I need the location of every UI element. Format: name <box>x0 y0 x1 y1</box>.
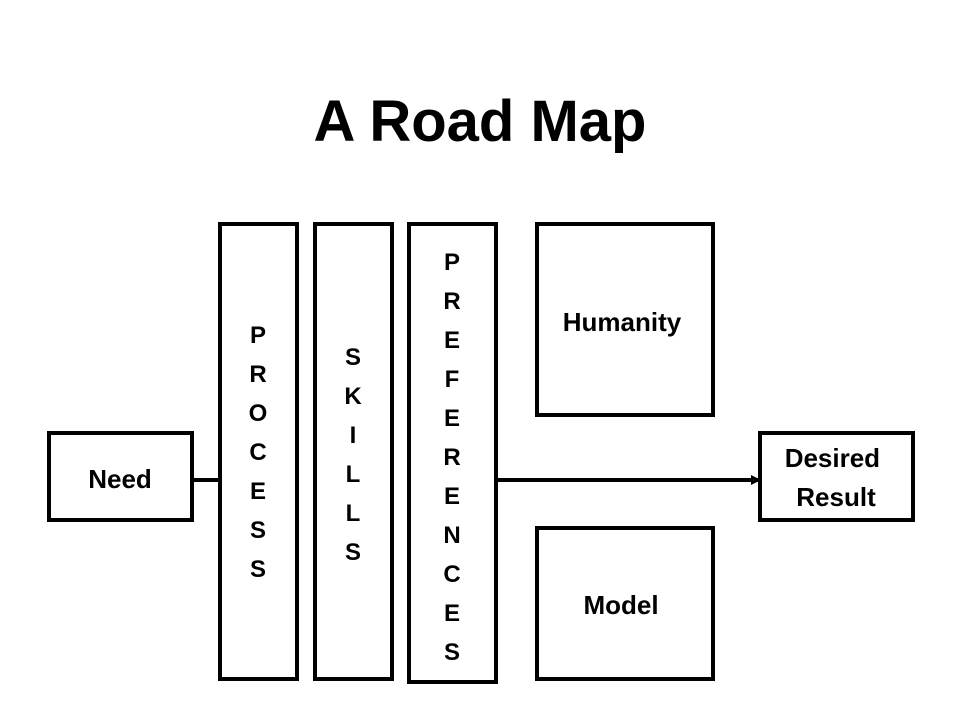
preferences-letter: P <box>444 249 460 276</box>
desired-result-box: Desired Result <box>758 431 915 522</box>
process-letter: S <box>250 556 266 583</box>
preferences-letter: C <box>443 561 460 588</box>
humanity-box: Humanity <box>535 222 715 417</box>
preferences-letter: F <box>445 366 460 393</box>
process-letter: C <box>249 439 266 466</box>
skills-letter: L <box>346 461 361 488</box>
desired-result-line-1: Desired <box>785 443 880 473</box>
desired-result-label: Desired Result <box>785 443 888 512</box>
preferences-letter: E <box>444 600 460 627</box>
model-box: Model <box>535 526 715 681</box>
process-letter: E <box>250 478 266 505</box>
skills-letter: S <box>345 539 361 566</box>
preferences-letter: E <box>444 483 460 510</box>
process-letter: P <box>250 322 266 349</box>
diagram-title: A Road Map <box>313 89 647 154</box>
process-letter: S <box>250 517 266 544</box>
skills-letter: K <box>344 383 362 410</box>
preferences-letter: E <box>444 327 460 354</box>
desired-result-line-2: Result <box>796 482 876 512</box>
preferences-letter: R <box>443 288 460 315</box>
skills-letter: I <box>350 422 357 449</box>
skills-letter: S <box>345 344 361 371</box>
process-letter: R <box>249 361 266 388</box>
need-label: Need <box>88 464 152 494</box>
skills-letter: L <box>346 500 361 527</box>
preferences-letter: S <box>444 639 460 666</box>
preferences-letter: E <box>444 405 460 432</box>
preferences-letter: R <box>443 444 460 471</box>
process-letter: O <box>249 400 268 427</box>
model-label: Model <box>583 590 658 620</box>
preferences-letter: N <box>443 522 460 549</box>
humanity-label: Humanity <box>563 307 682 337</box>
need-box: Need <box>47 431 194 522</box>
